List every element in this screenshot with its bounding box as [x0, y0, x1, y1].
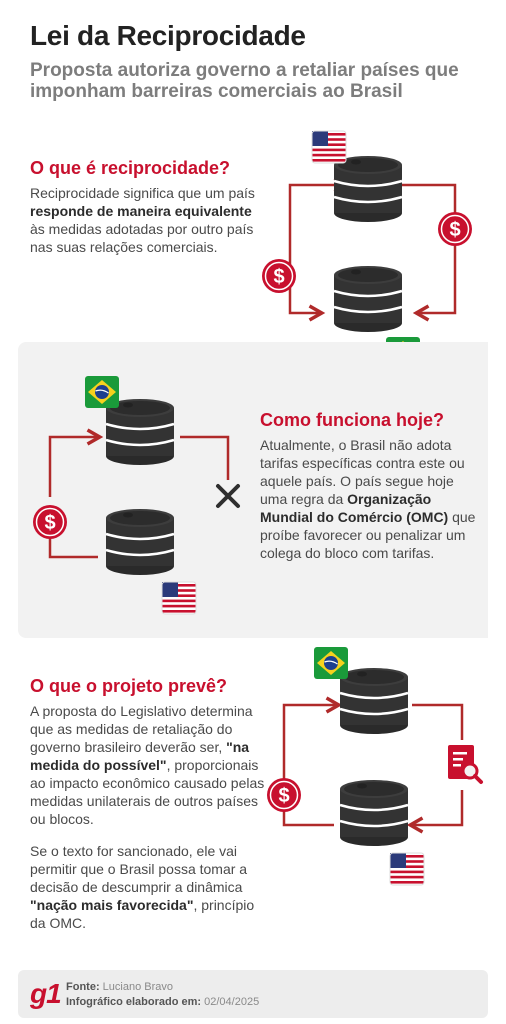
footer-source: Fonte: Luciano Bravo [66, 981, 173, 993]
footer: g1 Fonte: Luciano Bravo Infográfico elab… [18, 970, 488, 1018]
oil-barrel-icon [338, 778, 410, 848]
section1-text: Reciprocidade significa que um país resp… [30, 184, 260, 256]
section3-p1-part2: , proporcionais ao impacto econômico cau… [30, 757, 265, 827]
section2-text-part1: Atualmente, o Brasil não adota tarifas e… [260, 437, 465, 507]
cycle-arrow-right [380, 183, 457, 313]
oil-barrel-icon [104, 397, 176, 467]
brazil-flag-icon [84, 375, 120, 409]
cycle-line-blocked [180, 435, 230, 480]
cycle-arrow-bottom [48, 537, 98, 559]
cycle-arrow-left [282, 705, 337, 827]
cycle-line-top-right [412, 703, 464, 740]
section3-p1-part1: A proposta do Legislativo determina que … [30, 703, 253, 755]
us-flag-icon [389, 852, 425, 886]
dollar-icon [266, 777, 302, 813]
section3-paragraph2: Se o texto for sancionado, ele vai permi… [30, 842, 266, 932]
dollar-icon [261, 258, 297, 294]
section1-text-part1: Reciprocidade significa que um país [30, 185, 255, 201]
x-icon [216, 484, 240, 508]
g1-logo: g1 [30, 978, 62, 1009]
footer-date-label: Infográfico elaborado em: [66, 996, 202, 1008]
oil-barrel-icon [338, 666, 410, 736]
section2-text: Atualmente, o Brasil não adota tarifas e… [260, 436, 482, 562]
section1-trade-graphic [261, 130, 473, 370]
oil-barrel-icon [332, 154, 404, 224]
brazil-flag-icon [313, 646, 349, 680]
section2-title: Como funciona hoje? [260, 410, 444, 430]
page-subtitle: Proposta autoriza governo a retaliar paí… [30, 60, 459, 102]
section1-title: O que é reciprocidade? [30, 158, 231, 178]
section2-text-part2: que proíbe favorecer ou penalizar um col… [260, 509, 476, 561]
page-title: Lei da Reciprocidade [30, 20, 306, 51]
section3-p2-part1: Se o texto for sancionado, ele vai permi… [30, 843, 248, 895]
section2-trade-graphic [32, 375, 240, 615]
footer-date-value: 02/04/2025 [204, 996, 260, 1008]
footer-source-label: Fonte: [66, 981, 100, 993]
section3-title: O que o projeto prevê? [30, 676, 228, 696]
section1-text-part2: às medidas adotadas por outro país nas s… [30, 221, 254, 255]
oil-barrel-icon [104, 507, 176, 577]
section1-text-bold: responde de maneira equivalente [30, 203, 252, 219]
section2-text-bold: Organização Mundial do Comércio (OMC) [260, 491, 449, 525]
dollar-icon [32, 504, 68, 540]
document-search-icon [448, 745, 483, 784]
oil-barrel-icon [332, 264, 404, 334]
dollar-icon [437, 211, 473, 247]
us-flag-icon [161, 581, 197, 615]
cycle-arrow-bottom-right [412, 790, 464, 825]
section3-p1-bold: "na medida do possível" [30, 739, 250, 773]
footer-date: Infográfico elaborado em: 02/04/2025 [66, 996, 259, 1008]
section3-p2-part2: , princípio da OMC. [30, 897, 255, 931]
footer-source-value: Luciano Bravo [102, 981, 173, 993]
section3-paragraph1: A proposta do Legislativo determina que … [30, 702, 266, 828]
us-flag-icon [311, 130, 347, 164]
cycle-arrow-up [48, 437, 98, 497]
section3-p2-bold: "nação mais favorecida" [30, 897, 194, 913]
cycle-arrow-left [288, 185, 345, 313]
section3-trade-graphic [266, 646, 483, 886]
